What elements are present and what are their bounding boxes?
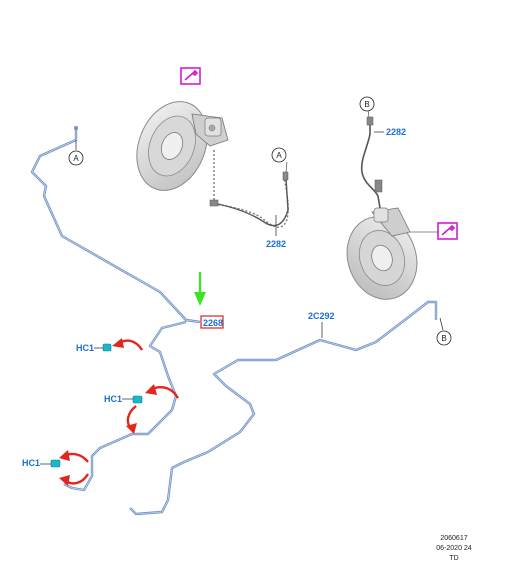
clip-2: HC1: [104, 394, 143, 404]
svg-text:A: A: [73, 154, 79, 163]
clip-1: HC1: [76, 343, 112, 353]
svg-text:2268: 2268: [203, 318, 223, 328]
label-tube-right: 2C292: [308, 311, 335, 338]
right-brake-assembly: [346, 207, 418, 300]
rotation-arrow-icon: [59, 450, 70, 461]
svg-text:2282: 2282: [266, 239, 286, 249]
label-tube-highlight: 2268: [200, 315, 224, 329]
left-brake-hose: [213, 150, 289, 228]
svg-text:06-2020 24: 06-2020 24: [436, 545, 472, 552]
svg-text:2C292: 2C292: [308, 311, 335, 321]
svg-text:TD: TD: [449, 555, 458, 561]
svg-text:A: A: [276, 151, 282, 160]
rotation-arrow-icon: [145, 384, 157, 395]
green-arrow-icon: [194, 272, 206, 306]
svg-text:2060617: 2060617: [440, 535, 467, 542]
callout-b-top: B: [359, 96, 375, 112]
svg-text:B: B: [441, 334, 446, 343]
svg-text:HC1: HC1: [104, 394, 122, 404]
rotation-arrow-icon: [59, 475, 70, 486]
rotation-arrow-icon: [126, 423, 137, 434]
callout-a-center: A: [271, 147, 287, 163]
rotation-arrow-icon: [112, 338, 124, 348]
callout-a-upper-left: A: [68, 140, 84, 166]
svg-text:HC1: HC1: [22, 458, 40, 468]
callout-b-right: B: [436, 317, 452, 346]
svg-text:B: B: [364, 100, 369, 109]
spanner-icon: [410, 222, 458, 240]
label-hose-left: 2282: [266, 215, 286, 249]
right-brake-hose: [360, 122, 381, 209]
svg-text:HC1: HC1: [76, 343, 94, 353]
label-hose-right: 2282: [374, 127, 406, 137]
left-brake-assembly: [136, 101, 229, 191]
brake-tube-right: [129, 300, 438, 516]
clip-3: HC1: [22, 458, 61, 468]
spanner-icon: [180, 67, 201, 85]
footer-reference: 2060617 06-2020 24 TD: [436, 535, 472, 561]
svg-text:2282: 2282: [386, 127, 406, 137]
